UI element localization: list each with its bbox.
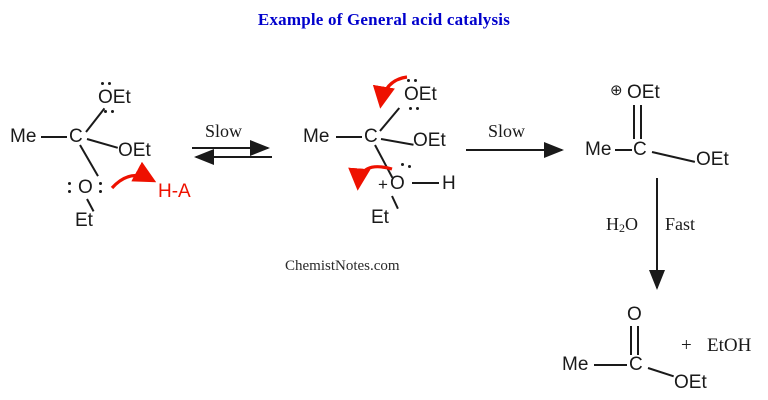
step3-reagent-label: H2O bbox=[606, 215, 638, 234]
structure3-bond-c-oet-double-right bbox=[640, 105, 642, 139]
structure4-right-ethoxy-label: OEt bbox=[674, 372, 707, 393]
structure1-bond-c-oet-top bbox=[85, 107, 106, 133]
structure1-top-oxygen-lonepair-dot bbox=[108, 82, 111, 85]
water-formula: H bbox=[606, 214, 619, 234]
structure1-bond-c-o-bottom bbox=[79, 144, 99, 177]
structure2-top-oxygen-lonepair-dot bbox=[416, 107, 419, 110]
structure2-methyl-label: Me bbox=[303, 126, 330, 147]
structure2-oxonium-lonepair-dot bbox=[401, 163, 404, 166]
structure1-bottom-oxygen-lonepair-dot bbox=[68, 182, 71, 185]
structure1-bottom-oxygen-lonepair-dot bbox=[68, 190, 71, 193]
structure3-top-ethoxy-label: OEt bbox=[627, 82, 660, 103]
structure3-center-carbon-label: C bbox=[633, 139, 647, 160]
structure2-right-ethoxy-label: OEt bbox=[413, 130, 446, 151]
structure3-methyl-label: Me bbox=[585, 139, 612, 160]
structure1-bottom-oxygen-label: O bbox=[78, 177, 93, 198]
structure3-bond-c-oet-right bbox=[651, 151, 696, 163]
structure1-center-carbon-label: C bbox=[69, 126, 83, 147]
structure4-bond-me-c bbox=[594, 364, 627, 366]
product-plus-sign: + bbox=[681, 335, 692, 356]
structure2-top-oxygen-lonepair-dot bbox=[414, 79, 417, 82]
structure2-bond-me-c bbox=[336, 136, 362, 138]
structure1-top-oxygen-lonepair-dot bbox=[111, 110, 114, 113]
structure1-acid-label: H-A bbox=[158, 181, 191, 202]
structure3-right-ethoxy-label: OEt bbox=[696, 149, 729, 170]
structure1-bottom-oxygen-lonepair-dot bbox=[99, 190, 102, 193]
water-subscript: 2 bbox=[619, 221, 625, 235]
structure1-top-ethoxy-label: OEt bbox=[98, 87, 131, 108]
step3-rate-label: Fast bbox=[665, 214, 696, 234]
mechanism-arrow-protonation bbox=[110, 161, 157, 190]
page-title: Example of General acid catalysis bbox=[257, 10, 511, 29]
step3-divider-line bbox=[657, 210, 658, 238]
structure2-top-oxygen-lonepair-dot bbox=[409, 107, 412, 110]
structure2-bond-c-oet-right bbox=[380, 138, 414, 146]
structure4-bond-c-o-double-left bbox=[630, 326, 632, 355]
structure2-top-oxygen-lonepair-dot bbox=[407, 79, 410, 82]
structure4-bond-c-o-double-right bbox=[637, 326, 639, 355]
structure2-oxonium-lonepair-dot bbox=[408, 165, 411, 168]
structure4-bond-c-oet bbox=[647, 367, 674, 378]
structure4-carbonyl-oxygen-label: O bbox=[627, 304, 642, 325]
structure1-bottom-ethyl-label: Et bbox=[75, 210, 93, 231]
structure1-right-ethoxy-label: OEt bbox=[118, 140, 151, 161]
structure1-top-oxygen-lonepair-dot bbox=[101, 82, 104, 85]
structure4-methyl-label: Me bbox=[562, 354, 589, 375]
structure2-oxonium-oxygen-label: O bbox=[390, 173, 405, 194]
structure2-bottom-ethyl-label: Et bbox=[371, 207, 389, 228]
structure2-bond-c-oet-top bbox=[379, 107, 401, 132]
step1-rate-label: Slow bbox=[205, 121, 243, 141]
structure1-bond-c-oet-right bbox=[86, 138, 119, 149]
structure2-oxonium-charge-label: + bbox=[378, 175, 388, 194]
step1-equilibrium-arrows bbox=[192, 140, 272, 165]
structure3-bond-c-oet-double-left bbox=[633, 105, 635, 139]
structure2-bond-c-oxonium bbox=[374, 144, 394, 179]
water-oxygen: O bbox=[625, 214, 638, 234]
step2-rate-label: Slow bbox=[488, 121, 526, 141]
structure2-bond-o-et bbox=[391, 195, 399, 210]
structure3-positive-charge-icon: ⊕ bbox=[610, 82, 623, 99]
structure3-bond-me-c bbox=[615, 149, 632, 151]
structure4-center-carbon-label: C bbox=[629, 354, 643, 375]
structure1-top-oxygen-lonepair-dot bbox=[104, 110, 107, 113]
structure2-oxonium-hydrogen-label: H bbox=[442, 173, 456, 194]
structure1-bottom-oxygen-lonepair-dot bbox=[99, 182, 102, 185]
structure1-bond-me-c bbox=[41, 136, 67, 138]
watermark-label: ChemistNotes.com bbox=[285, 258, 400, 274]
structure2-top-ethoxy-label: OEt bbox=[404, 84, 437, 105]
byproduct-label: EtOH bbox=[707, 335, 752, 356]
structure2-center-carbon-label: C bbox=[364, 126, 378, 147]
structure2-bond-o-h bbox=[412, 182, 439, 184]
structure1-methyl-label: Me bbox=[10, 126, 37, 147]
